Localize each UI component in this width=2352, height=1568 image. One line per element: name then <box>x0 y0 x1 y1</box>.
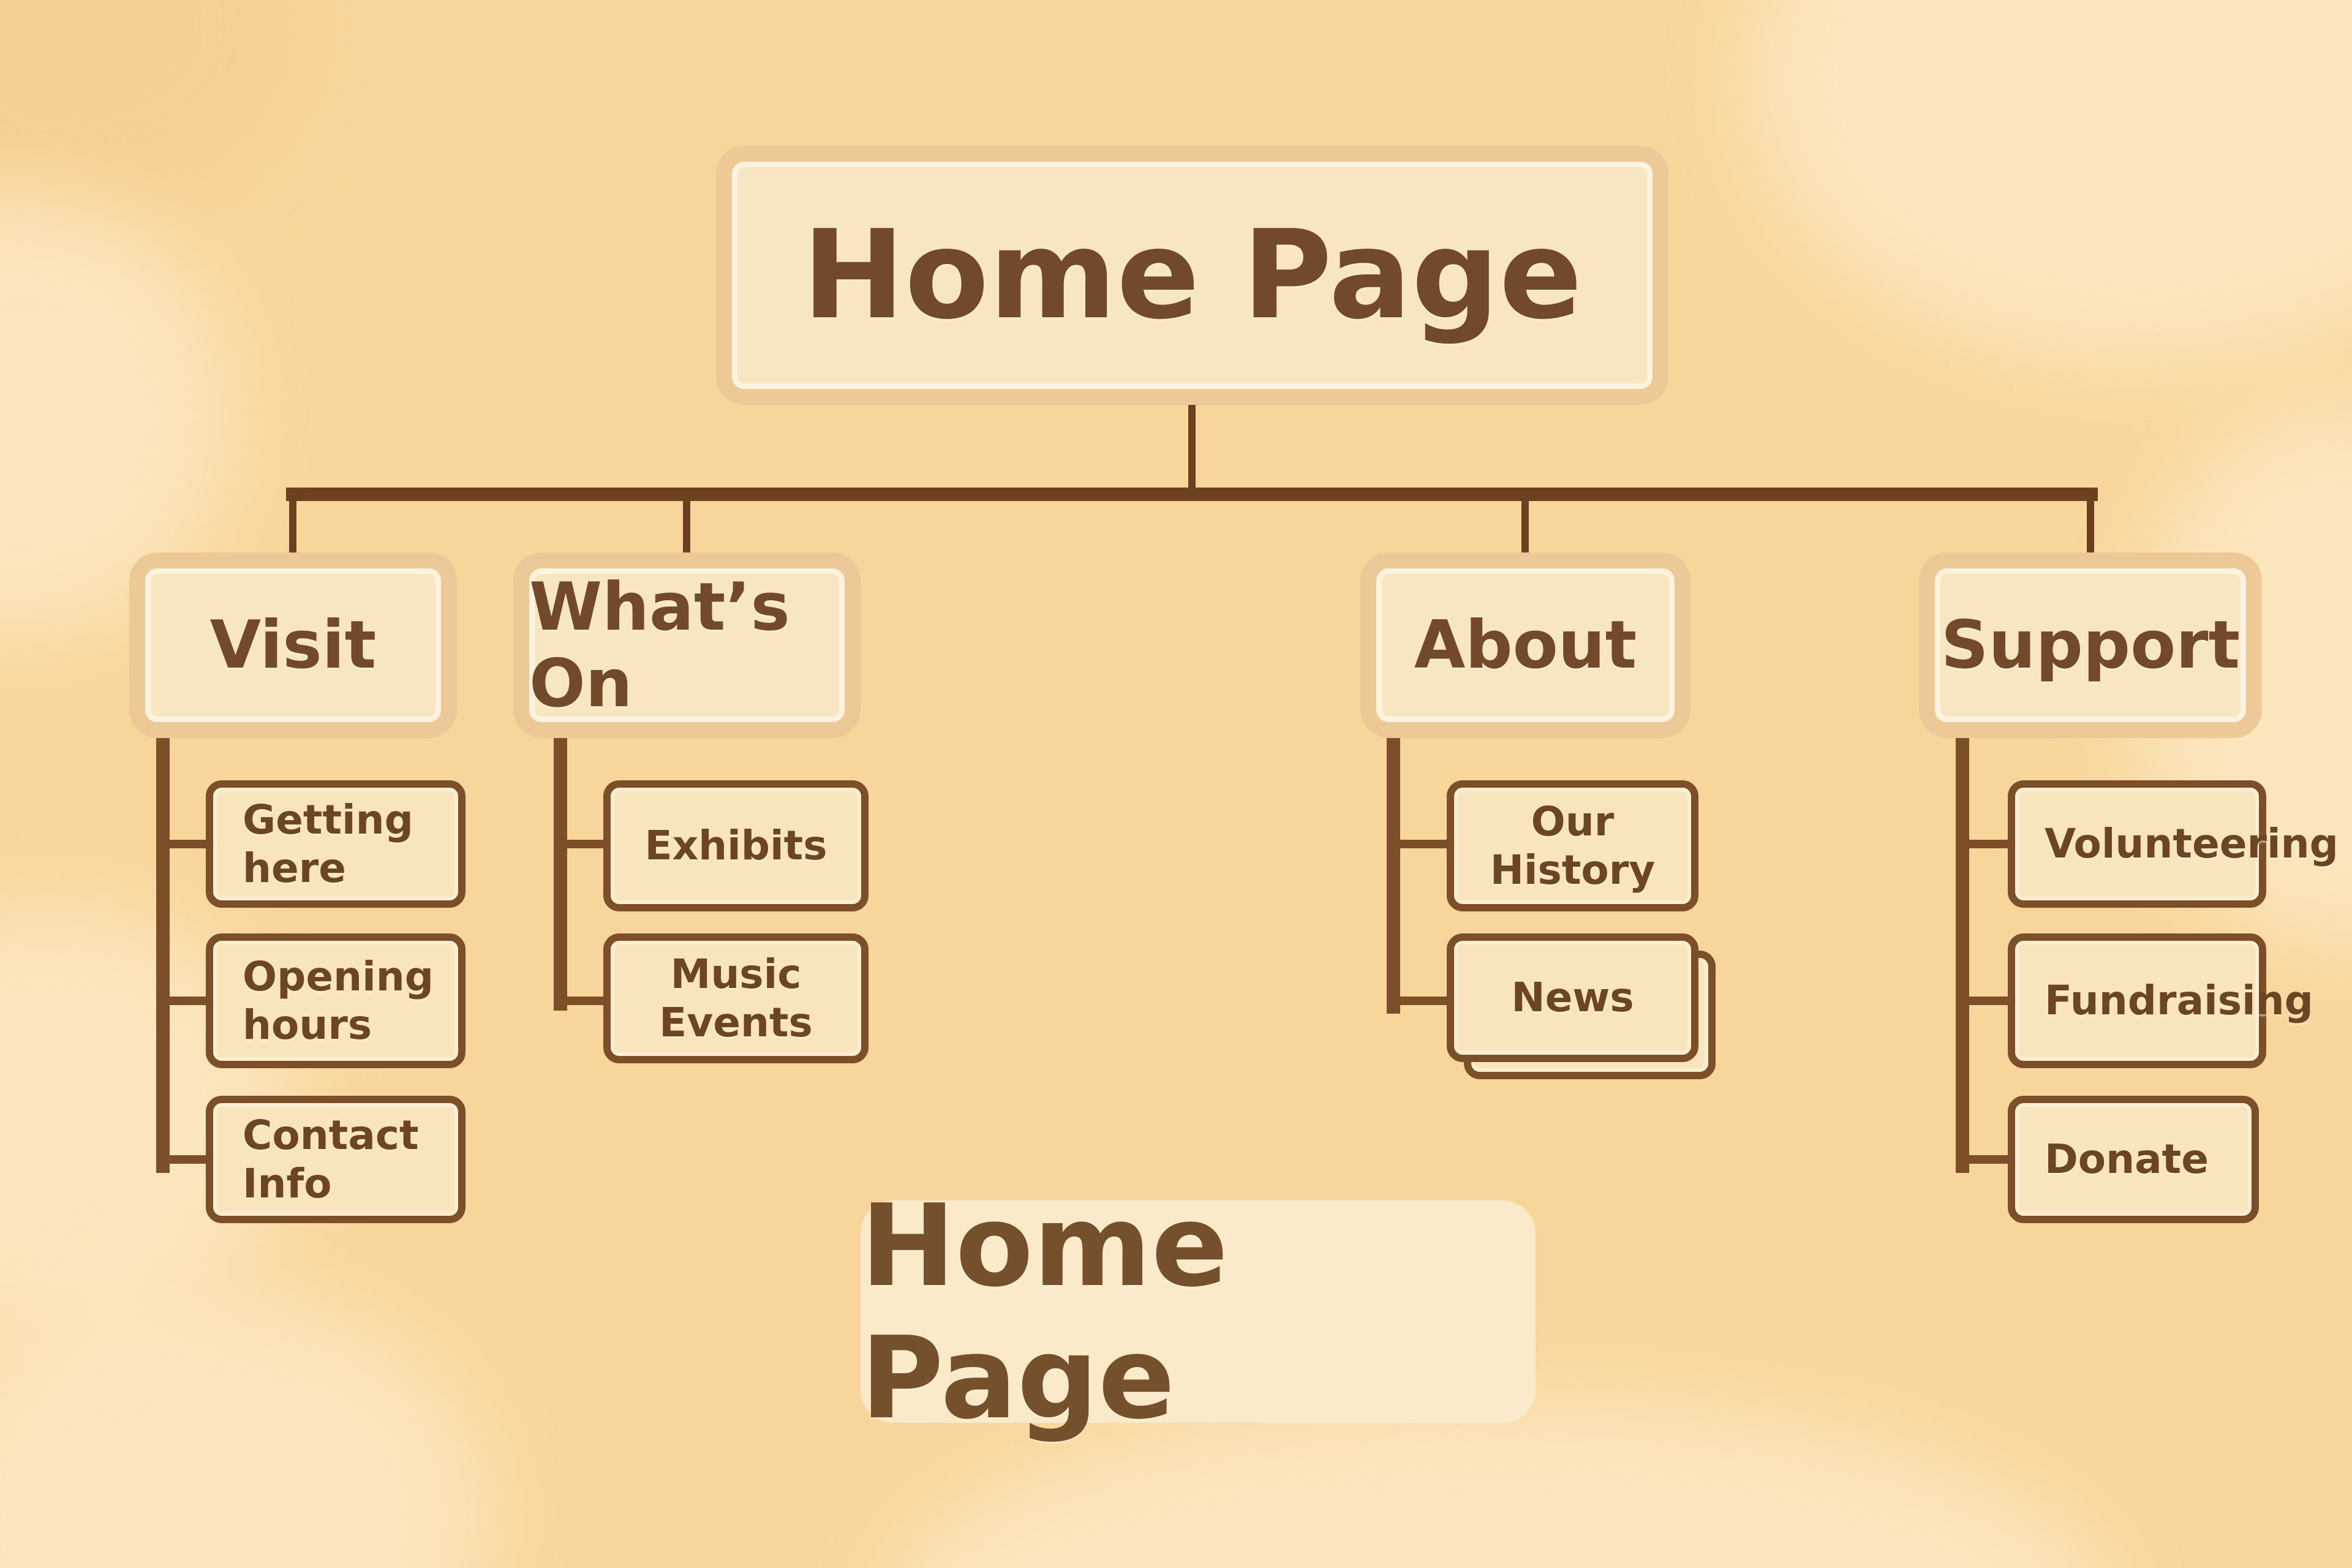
node-donate-label: Donate <box>2045 1136 2209 1183</box>
trunk-visit <box>156 732 170 1173</box>
node-visit: Visit <box>129 552 457 738</box>
stub-whats-on-2 <box>554 997 606 1005</box>
background-blob <box>0 0 306 221</box>
stub-support-2 <box>1956 997 2010 1005</box>
connector-drop-support <box>2087 499 2094 555</box>
node-fundraising-label: Fundraising <box>2045 977 2313 1025</box>
node-whats-on-label: What’s On <box>529 568 790 722</box>
node-news-label: News <box>1511 974 1634 1022</box>
node-home-page: Home Page <box>716 146 1668 405</box>
node-getting-here-label: Getting here <box>243 796 413 892</box>
stub-visit-2 <box>156 997 208 1005</box>
node-getting-here: Getting here <box>206 780 466 908</box>
stub-about-2 <box>1387 997 1448 1005</box>
node-music-events-label: Music Events <box>659 950 813 1046</box>
node-our-history-label: Our History <box>1490 797 1656 894</box>
node-home-page-label: Home Page <box>802 204 1583 347</box>
footer-label: Home Page <box>861 1179 1229 1444</box>
node-contact-info-label: Contact Info <box>243 1111 419 1207</box>
connector-main-bar <box>286 488 2098 501</box>
node-opening-hours-label: Opening hours <box>243 952 434 1049</box>
node-music-events: Music Events <box>603 933 869 1063</box>
node-donate: Donate <box>2008 1096 2259 1223</box>
node-support-label: Support <box>1940 607 2241 684</box>
node-support: Support <box>1919 552 2262 738</box>
connector-drop-visit <box>289 499 296 555</box>
stub-visit-1 <box>156 840 208 848</box>
node-contact-info: Contact Info <box>206 1096 466 1223</box>
trunk-support <box>1956 732 1969 1173</box>
stub-support-3 <box>1956 1155 2010 1164</box>
trunk-about <box>1387 732 1400 1014</box>
connector-root-drop <box>1188 401 1196 490</box>
stub-visit-3 <box>156 1155 208 1164</box>
connector-drop-whats-on <box>683 499 690 555</box>
node-whats-on: What’s On <box>513 552 861 738</box>
node-about: About <box>1360 552 1691 738</box>
node-fundraising: Fundraising <box>2008 933 2313 1068</box>
node-opening-hours: Opening hours <box>206 933 466 1068</box>
node-exhibits: Exhibits <box>603 780 869 911</box>
node-our-history: Our History <box>1447 780 1698 911</box>
stub-whats-on-1 <box>554 840 606 848</box>
node-visit-label: Visit <box>209 607 377 684</box>
node-exhibits-label: Exhibits <box>644 822 827 870</box>
stub-about-1 <box>1387 840 1448 848</box>
footer-badge: Home Page <box>861 1180 1536 1444</box>
background-blob <box>1746 0 2352 368</box>
trunk-whats-on <box>554 732 567 1011</box>
stub-support-1 <box>1956 840 2010 848</box>
connector-drop-about <box>1521 499 1529 555</box>
background-blob <box>0 1286 490 1568</box>
node-volunteering-label: Volunteering <box>2045 820 2339 868</box>
node-news: News <box>1447 933 1698 1062</box>
node-about-label: About <box>1414 607 1637 684</box>
node-volunteering: Volunteering <box>2008 780 2339 908</box>
